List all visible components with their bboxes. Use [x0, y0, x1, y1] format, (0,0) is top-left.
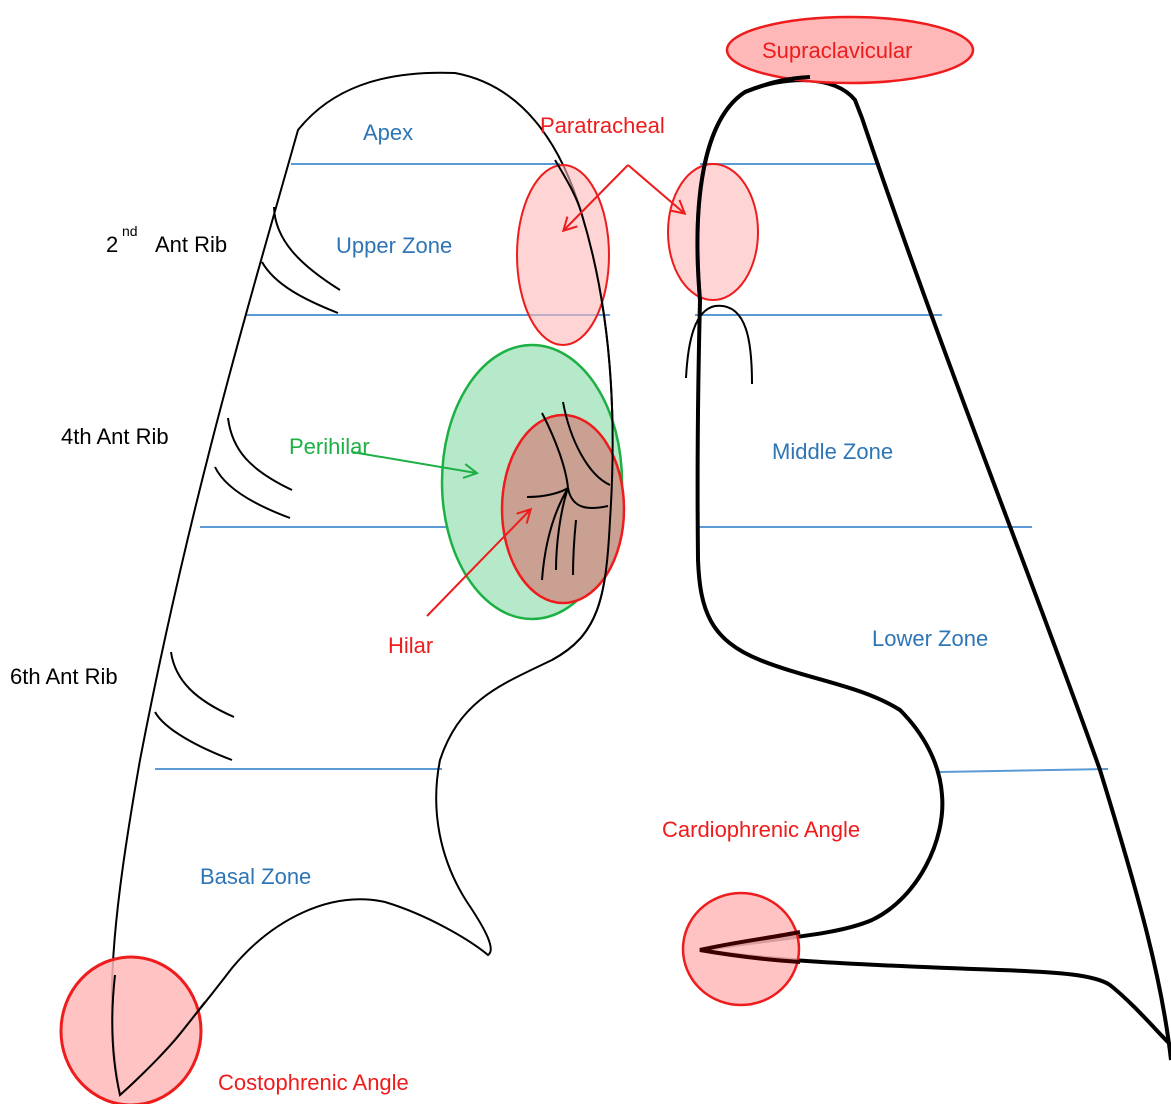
left-main-bronchus — [686, 306, 752, 384]
hilar-label: Hilar — [388, 633, 433, 658]
rib-6-label: 6th Ant Rib — [10, 664, 118, 689]
supraclavicular-label: Supraclavicular — [762, 38, 912, 63]
paratracheal-region-left — [668, 164, 758, 300]
rib-2-superscript: nd — [122, 223, 138, 239]
paratracheal-label: Paratracheal — [540, 113, 665, 138]
paratracheal-region-right — [517, 165, 609, 345]
paratracheal-arrow-left — [628, 165, 684, 213]
zone-label-middle: Middle Zone — [772, 439, 893, 464]
zone-label-upper: Upper Zone — [336, 233, 452, 258]
rib-2-mark-b — [262, 262, 338, 313]
costophrenic-angle-region — [61, 957, 201, 1104]
perihilar-label: Perihilar — [289, 434, 370, 459]
rib-4-mark-b — [215, 467, 290, 518]
rib-4-mark-a — [228, 418, 292, 490]
rib-marks — [155, 207, 340, 760]
rib-6-mark-a — [171, 652, 234, 717]
rib-6-mark-b — [155, 712, 232, 760]
zone-label-basal: Basal Zone — [200, 864, 311, 889]
rib-2-suffix-label: Ant Rib — [155, 232, 227, 257]
zone-label-apex: Apex — [363, 120, 413, 145]
rib-2-mark-a — [274, 207, 340, 290]
costophrenic-angle-label: Costophrenic Angle — [218, 1070, 409, 1095]
zone-label-lower: Lower Zone — [872, 626, 988, 651]
rib-4-label: 4th Ant Rib — [61, 424, 169, 449]
zone-divider-lines — [155, 164, 1108, 772]
rib-2-label: 2 — [106, 232, 118, 257]
lower-basal-divider-right — [940, 769, 1108, 772]
cardiophrenic-angle-label: Cardiophrenic Angle — [662, 817, 860, 842]
